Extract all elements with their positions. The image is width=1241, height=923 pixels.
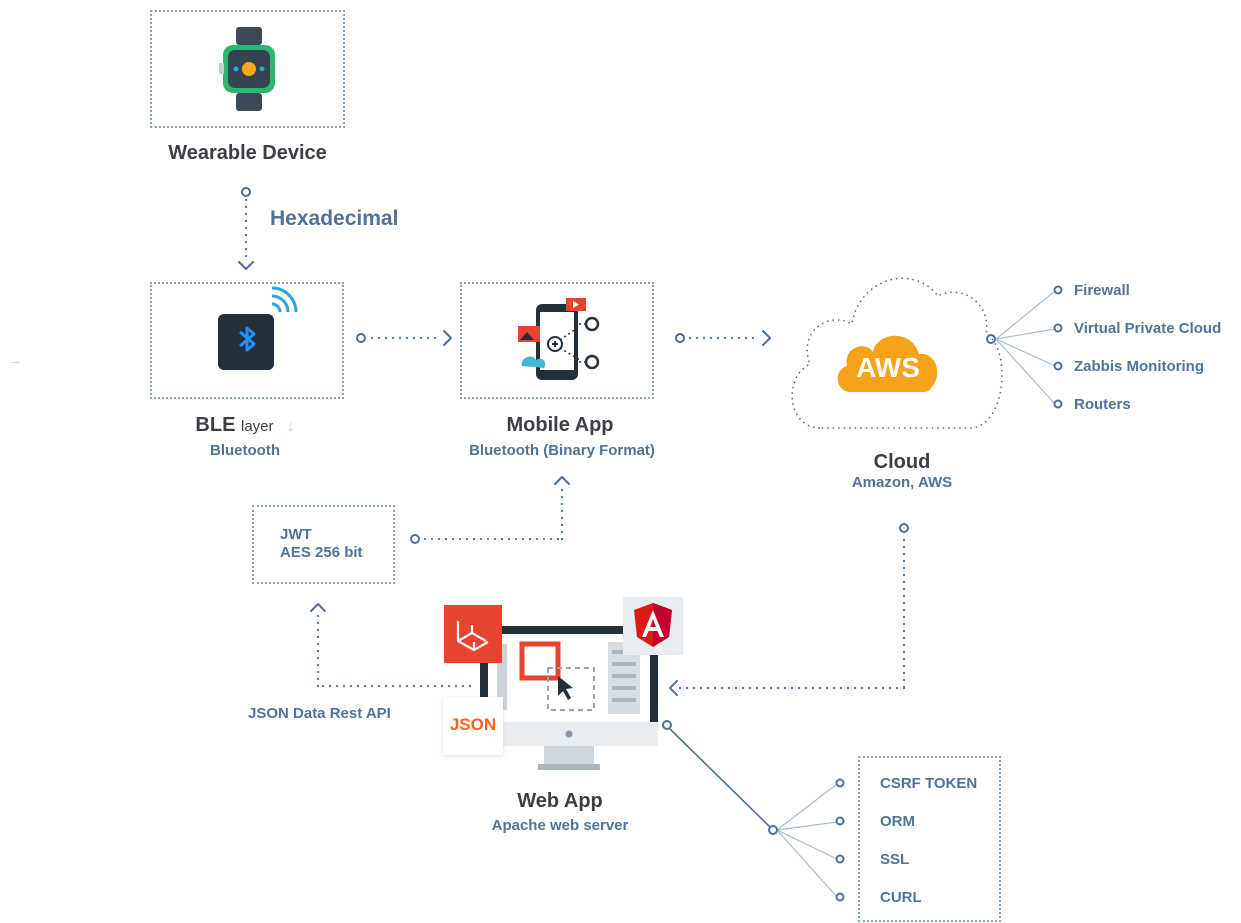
bluetooth-icon	[218, 286, 298, 370]
mobile-box	[460, 282, 654, 399]
webapp-features-box: CSRF TOKEN ORM SSL CURL	[858, 756, 1001, 922]
webapp-title: Web App	[517, 790, 603, 812]
wearable-box	[150, 10, 345, 128]
cloud-fan-node	[986, 334, 996, 344]
hexadecimal-label: Hexadecimal	[270, 207, 399, 230]
laravel-icon	[456, 621, 489, 652]
json-badge-text: JSON	[449, 715, 497, 734]
security-box: JWT AES 256 bit	[252, 505, 395, 584]
webapp-feature-ssl: SSL	[880, 851, 910, 868]
arrowhead-left-webapp	[669, 680, 678, 696]
cloud-title: Cloud	[873, 451, 931, 473]
mobile-subtitle: Bluetooth (Binary Format)	[469, 442, 655, 459]
wearable-title: Wearable Device	[168, 142, 327, 164]
webapp-feature-orm: ORM	[880, 813, 915, 830]
connector-node	[241, 187, 251, 197]
connector-node	[410, 534, 420, 544]
angular-icon	[634, 603, 672, 647]
cloud-feature-monitoring: Zabbis Monitoring	[1074, 358, 1204, 375]
webapp-feature-curl: CURL	[880, 889, 922, 906]
connector-node	[675, 333, 685, 343]
webapp-feature-csrf: CSRF TOKEN	[880, 775, 978, 792]
connector-node	[356, 333, 366, 343]
cloud-feature-firewall: Firewall	[1074, 282, 1130, 299]
arrowhead-right-1	[443, 330, 452, 346]
cloud-feature-vpc: Virtual Private Cloud	[1074, 320, 1222, 337]
webapp-fan-node	[768, 825, 778, 835]
arrowhead-down	[238, 261, 254, 270]
webapp-fan-start	[662, 720, 672, 730]
mobile-phone-icon	[518, 298, 600, 380]
aws-logo-text: AWS	[856, 352, 920, 383]
arrowhead-right-2	[762, 330, 771, 346]
ble-layer-label: layer	[240, 418, 274, 435]
security-aes: AES 256 bit	[280, 544, 363, 561]
json-badge: JSON	[443, 697, 503, 755]
webapp-subtitle: Apache web server	[491, 817, 629, 834]
monitor-icon	[480, 626, 658, 770]
cloud-feature-routers: Routers	[1074, 396, 1131, 413]
ble-title-text: BLE	[195, 414, 236, 436]
ble-subtitle: Bluetooth	[210, 442, 280, 459]
arrowhead-up-jwt	[310, 603, 326, 612]
ble-box	[150, 282, 344, 399]
arrowhead-up-mobile	[554, 476, 570, 485]
smartwatch-icon	[219, 27, 275, 111]
cloud-subtitle: Amazon, AWS	[851, 474, 953, 491]
angular-logo	[623, 597, 683, 655]
laravel-logo	[444, 605, 502, 663]
down-arrow-icon: ↓	[287, 418, 295, 435]
json-rest-label: JSON Data Rest API	[248, 705, 391, 722]
aws-cloud-icon	[837, 335, 938, 392]
mobile-title: Mobile App	[506, 414, 614, 436]
left-arrow-icon: →	[8, 352, 22, 368]
security-jwt: JWT	[280, 526, 312, 543]
ble-title: BLE layer ↓	[150, 414, 340, 437]
connector-node	[899, 523, 909, 533]
